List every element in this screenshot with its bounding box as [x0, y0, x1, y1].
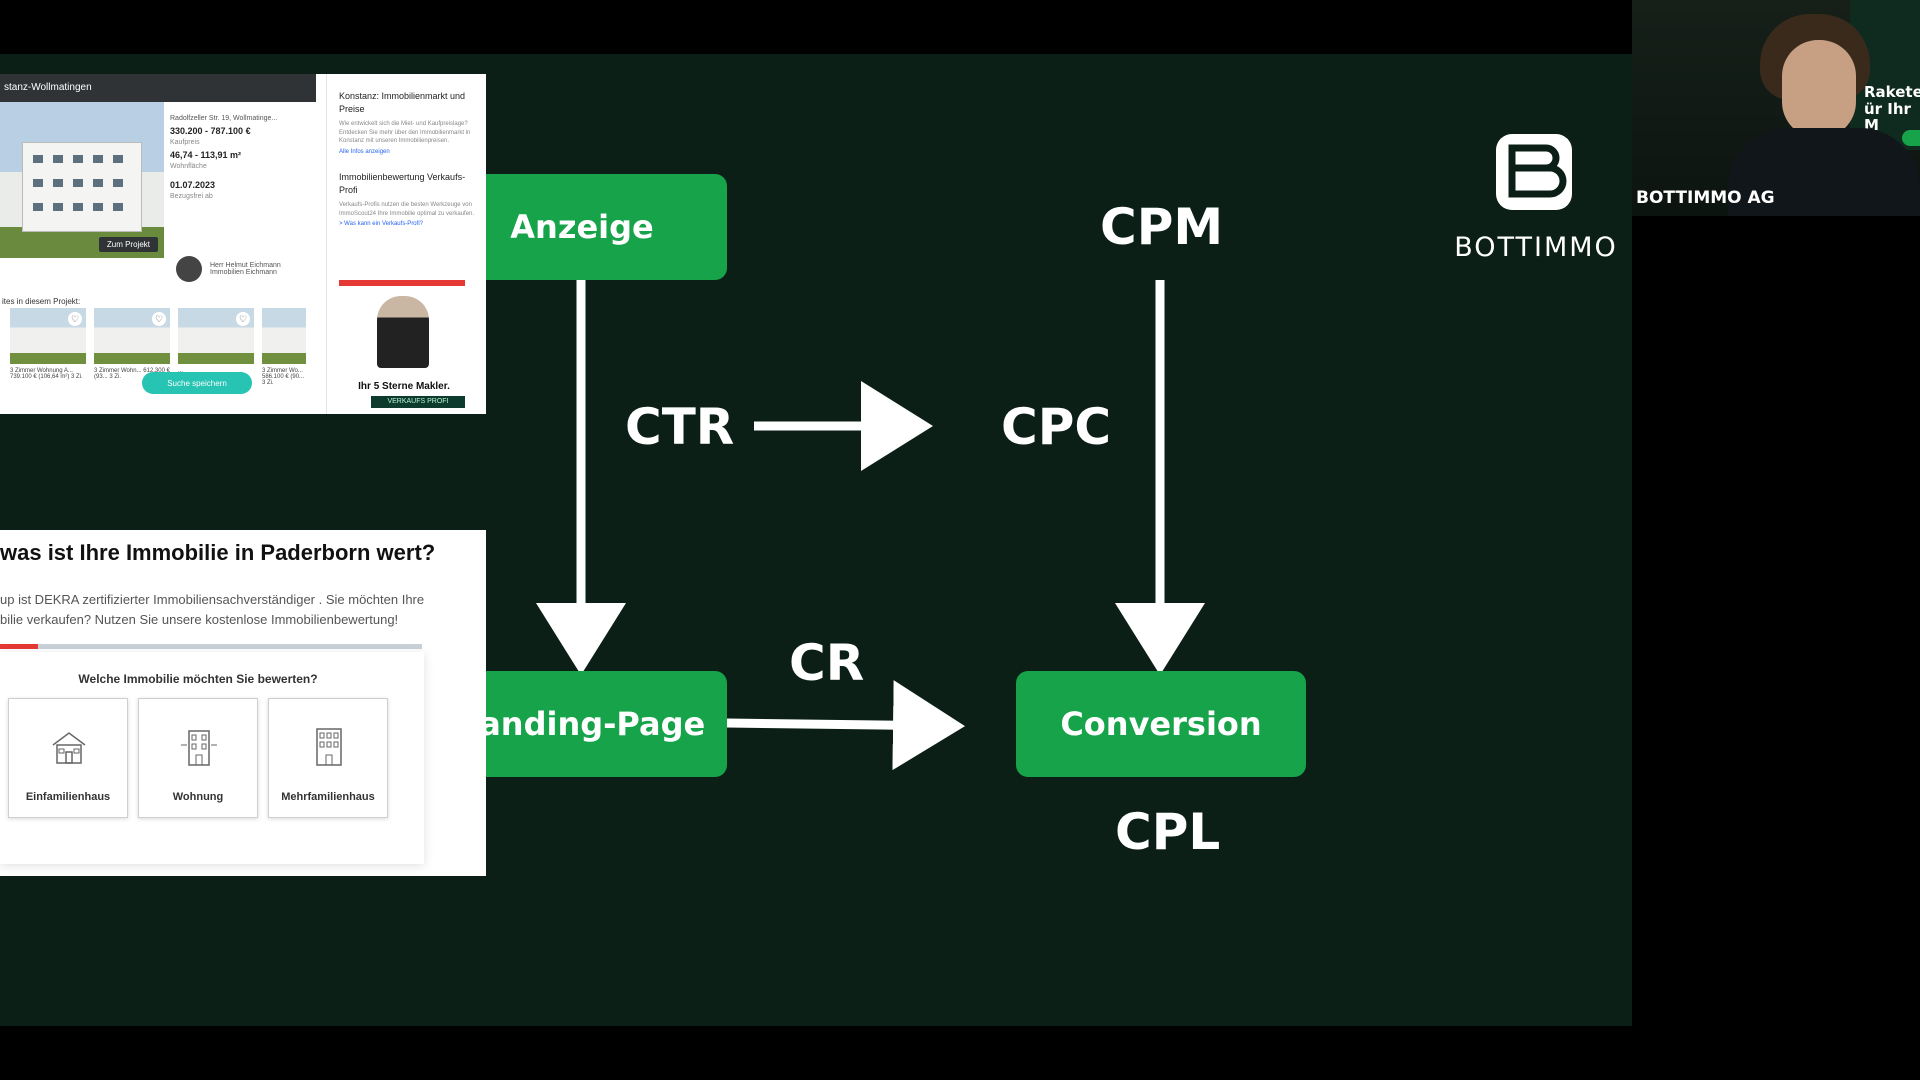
- listing-price: 330.200 - 787.100 €: [170, 125, 251, 136]
- save-search-button[interactable]: Suche speichern: [142, 372, 252, 394]
- heart-icon[interactable]: ♡: [68, 312, 82, 326]
- side-link[interactable]: Alle Infos anzeigen: [339, 149, 390, 156]
- arrow-landing-to-conversion: [726, 680, 965, 771]
- question-card: Welche Immobilie möchten Sie bewerten? E…: [0, 652, 424, 864]
- side-link-2[interactable]: > Was kann ein Verkaufs-Profi?: [339, 221, 423, 228]
- apartment-icon: [181, 730, 217, 766]
- project-button[interactable]: Zum Projekt: [98, 237, 158, 252]
- listing-address: Radolfzeller Str. 19, Wollmatinge...: [170, 115, 278, 122]
- metric-cpc: CPC: [1001, 398, 1112, 456]
- option-label: Wohnung: [172, 791, 224, 803]
- promo-tagline: Ihr 5 Sterne Makler.: [358, 381, 450, 392]
- side-title: Konstanz: Immobilienmarkt und Preise: [339, 91, 466, 115]
- agent-photo: [377, 296, 429, 368]
- progress-bar: [0, 644, 422, 649]
- listing-photo: Zum Projekt: [0, 102, 164, 258]
- listing-date-caption: Bezugsfrei ab: [170, 193, 213, 200]
- question-label: Welche Immobilie möchten Sie bewerten?: [78, 672, 318, 686]
- participant-body: [1728, 128, 1920, 216]
- unit-captions: 3 Zimmer Wohnung A... 739.100 € (106,64 …: [10, 368, 306, 386]
- landing-subtitle: up ist DEKRA zertifizierter Immobiliensa…: [0, 592, 425, 628]
- ad-topbar: stanz-Wollmatingen: [0, 74, 316, 102]
- promo-band: VERKAUFS PROFI: [371, 396, 465, 408]
- unit-caption: 3 Zimmer Wo... 586.100 € (90... 3 Zi.: [262, 368, 305, 386]
- option-einfamilienhaus[interactable]: Einfamilienhaus: [8, 698, 128, 818]
- logo-wordmark: BOTTIMMO: [1454, 232, 1618, 263]
- landing-page-screenshot: was ist Ihre Immobilie in Paderborn wert…: [0, 530, 486, 876]
- building-illustration: [22, 142, 142, 232]
- unit-thumbnail[interactable]: [262, 308, 306, 364]
- option-label: Einfamilienhaus: [25, 791, 111, 803]
- agent-block: Herr Helmut Eichmann Immobilien Eichmann: [176, 256, 281, 282]
- metric-cr: CR: [789, 634, 865, 692]
- agent-promo: Ihr 5 Sterne Makler. VERKAUFS PROFI: [341, 290, 467, 408]
- participant-name: BOTTIMMO AG: [1636, 188, 1775, 208]
- progress-fill: [0, 644, 38, 649]
- unit-thumbnail[interactable]: ♡: [94, 308, 170, 364]
- building-icon: [316, 728, 342, 766]
- option-mehrfamilienhaus[interactable]: Mehrfamilienhaus: [268, 698, 388, 818]
- ad-screenshot: stanz-Wollmatingen Zum Projekt Radolfzel…: [0, 74, 486, 414]
- bottimmo-b-icon: [1496, 134, 1572, 210]
- heart-icon[interactable]: ♡: [152, 312, 166, 326]
- listing-date: 01.07.2023: [170, 179, 216, 190]
- agent-name: Herr Helmut Eichmann: [210, 262, 281, 269]
- landing-title: was ist Ihre Immobilie in Paderborn wert…: [0, 540, 436, 565]
- agent-avatar: [176, 256, 202, 282]
- metric-cpl: CPL: [1115, 803, 1221, 861]
- house-icon: [52, 732, 86, 764]
- listing-area-caption: Wohnfläche: [170, 163, 207, 170]
- thumbs-label: ites in diesem Projekt:: [2, 297, 81, 306]
- side-title-2: Immobilienbewertung Verkaufs-Profi: [339, 171, 466, 195]
- unit-caption: 3 Zimmer Wohn... 612.300 € (93... 3 Zi.: [94, 368, 170, 380]
- listing-area: 46,74 - 113,91 m²: [170, 149, 242, 160]
- unit-thumbnails: ♡ ♡ ♡: [10, 308, 306, 364]
- shared-slide: Anzeige Landing-Page Conversion CPM CTR …: [0, 54, 1632, 1026]
- listing-price-caption: Kaufpreis: [170, 139, 200, 146]
- red-divider: [339, 280, 465, 286]
- unit-caption: ...: [178, 368, 184, 374]
- poster-badge: [1902, 130, 1920, 146]
- participant-face: [1782, 40, 1856, 138]
- heart-icon[interactable]: ♡: [236, 312, 250, 326]
- unit-thumbnail[interactable]: ♡: [178, 308, 254, 364]
- node-conversion: Conversion: [1016, 671, 1306, 777]
- option-wohnung[interactable]: Wohnung: [138, 698, 258, 818]
- side-text: Wie entwickelt sich die Miet- und Kaufpr…: [339, 121, 471, 145]
- metric-ctr: CTR: [625, 398, 735, 456]
- side-text-2: Verkaufs-Profis nutzen die besten Werkze…: [339, 201, 475, 217]
- unit-caption: 3 Zimmer Wohnung A... 739.100 € (106,64 …: [10, 368, 83, 380]
- agent-company: Immobilien Eichmann: [210, 269, 277, 276]
- listing-info: Radolfzeller Str. 19, Wollmatinge... 330…: [170, 114, 310, 203]
- poster-text: Rakete ür Ihr M: [1864, 84, 1920, 134]
- option-label: Mehrfamilienhaus: [281, 791, 375, 803]
- ad-sidebar: Konstanz: Immobilienmarkt und Preise Wie…: [326, 74, 486, 414]
- flow-arrows: [536, 280, 1205, 771]
- participant-video[interactable]: Rakete ür Ihr M BOTTIMMO AG: [1632, 0, 1920, 216]
- unit-thumbnail[interactable]: ♡: [10, 308, 86, 364]
- metric-cpm: CPM: [1100, 198, 1224, 256]
